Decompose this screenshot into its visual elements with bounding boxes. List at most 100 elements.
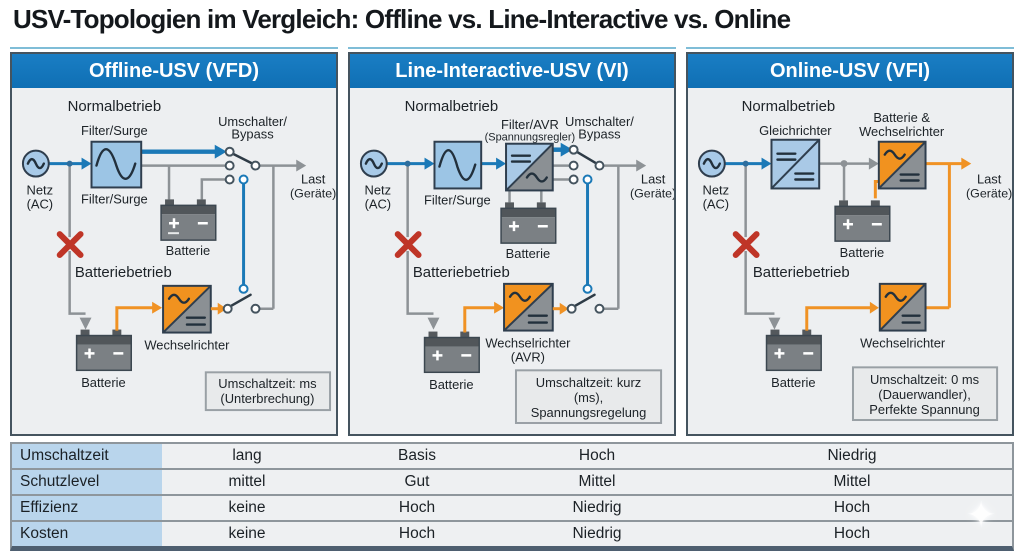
mains-failure-x-icon [56, 231, 84, 259]
table-cell: keine [228, 499, 266, 516]
switch-node [566, 303, 577, 314]
comparison-table: Umschaltzeit lang Basis Hoch Niedrig Sch… [10, 442, 1014, 551]
table-row: Schutzlevel mittel Gut Mittel Mittel [12, 468, 1012, 494]
table-row: Umschaltzeit lang Basis Hoch Niedrig [12, 444, 1012, 468]
gray-arrowhead [427, 317, 440, 330]
load-label: (Geräte) [630, 186, 674, 200]
inverter-label: Wechselrichter [485, 335, 571, 350]
battery-label: Batterie [771, 375, 815, 390]
switch-node [568, 144, 579, 155]
orange-arrowhead [559, 302, 569, 315]
inverter-box [162, 284, 212, 334]
line-interactive-diagram: Umschaltzeit: kurz (ms), Spannungsregelu… [359, 99, 674, 424]
online-diagram: Umschaltzeit: 0 ms (Dauerwandler), Perfe… [697, 99, 1012, 422]
table-cell: Niedrig [572, 499, 622, 516]
box-label: Filter/Surge [81, 123, 148, 138]
battery-icon [423, 331, 480, 374]
panel-offline-usv: Offline-USV (VFD) [10, 52, 338, 436]
switch-node [222, 303, 233, 314]
mode-label: Batteriebetrieb [413, 265, 510, 281]
panel-online-header: Online-USV (VFI) [688, 54, 1012, 88]
source-label: Netz [703, 182, 730, 197]
filter-surge-box [433, 140, 483, 190]
panel-accent-line [348, 47, 676, 49]
mains-failure-x-icon [394, 231, 422, 259]
table-row-label: Effizienz [12, 496, 162, 520]
battery-icon [500, 202, 557, 244]
inverter-feed-wire [115, 306, 155, 331]
battery-icon [834, 200, 891, 242]
box-label: (Spannungsregler) [485, 132, 575, 144]
ac-glyph-icon [167, 293, 191, 304]
mode-label: Normalbetrieb [405, 99, 499, 115]
box-label: Batterie & [873, 110, 930, 125]
transfer-switch-lever [575, 150, 599, 166]
switch-label: Umschalter/ [218, 114, 287, 129]
note-line: Perfekte Spannung [869, 402, 980, 417]
table-cell: Hoch [833, 499, 871, 516]
gray-arrowhead [768, 317, 781, 330]
note-box: Umschaltzeit: ms (Unterbrechung) [204, 371, 332, 412]
switch-label: Bypass [231, 127, 273, 142]
rectifier-box [770, 138, 821, 190]
battery-polarity-icon [84, 348, 124, 359]
mains-fail-wire [744, 163, 775, 315]
gray-arrowhead [636, 159, 647, 172]
transfer-switch-lever [228, 293, 252, 308]
switch-label: Bypass [578, 127, 620, 142]
switch-node-blue [582, 174, 593, 185]
table-cell: mittel [228, 473, 266, 490]
orange-arrowhead [494, 301, 505, 314]
sine-icon [95, 147, 137, 180]
junction-dot [742, 160, 749, 167]
table-cell: keine [228, 525, 266, 542]
load-label: Last [641, 171, 666, 186]
battery-icon [765, 329, 822, 372]
table-cell: Hoch [578, 447, 616, 464]
gray-arrowhead [79, 317, 92, 330]
battery-charge-wire [167, 165, 226, 200]
blue-arrowhead [81, 157, 92, 170]
switch-node [224, 160, 235, 171]
ac-glyph-icon [508, 291, 532, 302]
return-wire [603, 165, 620, 310]
offline-diagram: Umschaltzeit: ms (Unterbrechung) Normalb… [21, 99, 336, 412]
ac-glyph-icon [883, 149, 906, 160]
switch-node-blue [238, 174, 249, 185]
note-line: (Dauerwandler), [878, 387, 971, 402]
orange-arrowhead [217, 302, 227, 315]
box-label: Filter/Surge [424, 192, 491, 207]
transfer-switch-lever [230, 151, 255, 166]
blue-arrowhead [560, 142, 573, 157]
switch-node [594, 160, 605, 171]
note-box: Umschaltzeit: kurz (ms), Spannungsregelu… [514, 369, 663, 424]
mains-fail-wire [406, 163, 434, 315]
load-label: (Geräte) [290, 186, 336, 200]
battery-polarity-icon [169, 218, 208, 229]
ac-source-icon [359, 149, 388, 178]
ac-source-icon [21, 149, 50, 178]
source-label: Netz [27, 182, 54, 197]
page-title: USV-Topologien im Vergleich: Offline vs.… [13, 4, 791, 34]
load-label: (Geräte) [966, 186, 1012, 200]
ac-glyph-icon [884, 291, 907, 302]
battery-label: Batterie [81, 375, 125, 390]
battery-polarity-icon [432, 350, 472, 361]
battery-icon [75, 329, 133, 372]
source-label: (AC) [27, 196, 54, 211]
switch-node [224, 174, 235, 185]
blue-arrowhead [496, 157, 507, 170]
table-cell: Hoch [833, 525, 871, 542]
ac-source-icon [697, 149, 726, 178]
load-label: Last [301, 171, 326, 186]
table-row: Kosten keine Hoch Niedrig Hoch [12, 520, 1012, 546]
transfer-switch-lever [572, 293, 596, 308]
inverter-label: Wechselrichter [144, 337, 230, 352]
filter-surge-box [90, 140, 143, 189]
return-wire [259, 165, 275, 310]
table-cell: Niedrig [572, 525, 622, 542]
junction-dot [66, 160, 73, 167]
table-row-label: Kosten [12, 522, 162, 546]
note-line: Umschaltzeit: 0 ms [870, 372, 979, 387]
table-cell: Basis [398, 447, 436, 464]
